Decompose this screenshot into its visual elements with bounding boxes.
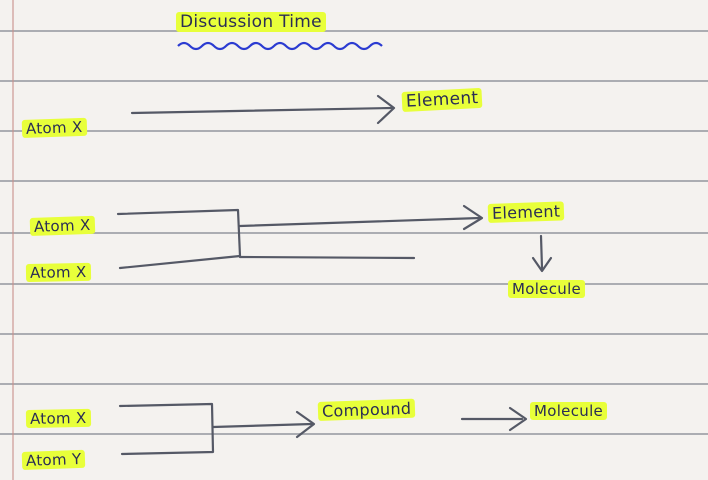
arrow-row2	[238, 216, 482, 228]
row2-output-2: Molecule	[508, 280, 586, 298]
ruled-line	[0, 180, 708, 182]
arrowhead-row2	[462, 204, 484, 231]
arrow-row3-a	[211, 422, 314, 429]
underline-row2	[238, 255, 416, 260]
arrowhead-row1	[376, 94, 396, 125]
row2-input-2: Atom X	[25, 262, 91, 282]
ruled-line	[0, 232, 708, 234]
ruled-line	[0, 383, 708, 385]
arrow-row1	[130, 106, 394, 115]
bracket-row3	[118, 402, 215, 456]
arrowhead-row3-a	[295, 410, 316, 439]
row1-output-1: Element	[401, 87, 483, 112]
row2-output-1: Element	[487, 201, 565, 223]
row3-output-2: Molecule	[530, 402, 608, 420]
ruled-line	[0, 80, 708, 82]
ruled-line	[0, 433, 708, 435]
ruled-line	[0, 283, 708, 285]
down-arrowhead-row2	[531, 256, 553, 273]
arrowhead-row3-b	[508, 406, 528, 432]
row3-input-1: Atom X	[25, 408, 91, 428]
row1-input-1: Atom X	[21, 117, 87, 138]
page-title: Discussion Time	[176, 12, 326, 32]
ruled-line	[0, 130, 708, 132]
row2-input-1: Atom X	[29, 215, 95, 236]
title-squiggle	[177, 41, 383, 51]
down-arrow-row2	[539, 234, 544, 270]
bracket-row2	[116, 208, 242, 270]
ruled-line	[0, 333, 708, 335]
margin-line	[12, 0, 14, 480]
row3-output-1: Compound	[317, 398, 416, 421]
ruled-line	[0, 30, 708, 32]
row3-input-2: Atom Y	[21, 449, 86, 470]
